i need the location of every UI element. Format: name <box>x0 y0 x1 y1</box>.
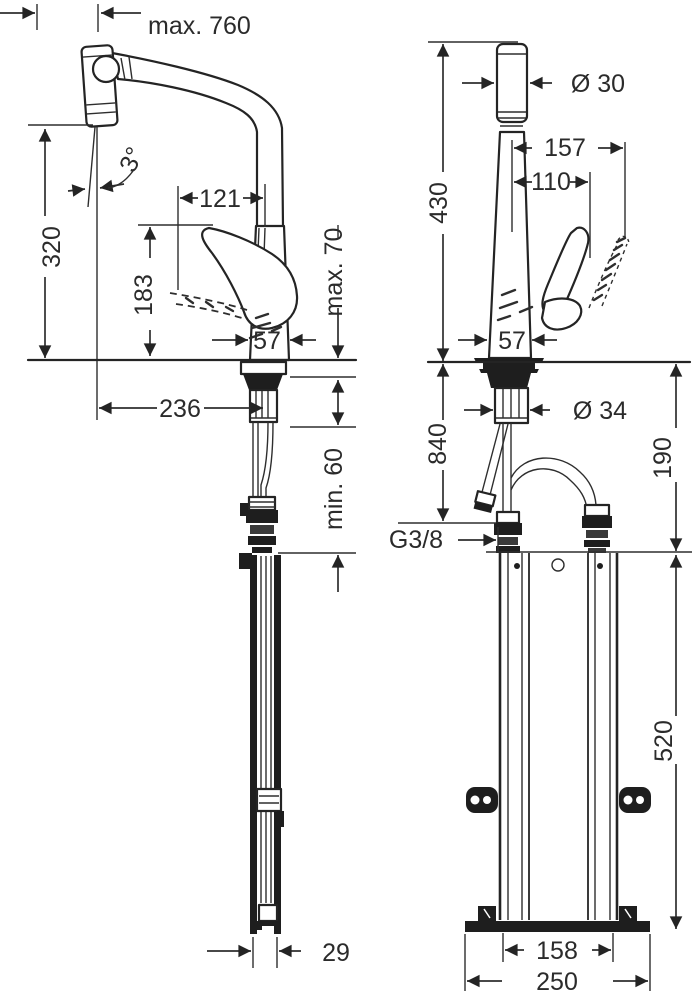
dim-label-min-60: min. 60 <box>320 448 348 530</box>
dim-label-dia-34: Ø 34 <box>573 397 627 425</box>
handle-lever-side <box>201 226 299 330</box>
base-flange-front <box>474 358 544 373</box>
hose-coupling-right-front <box>582 503 612 553</box>
dimension-236: 236 <box>99 395 263 423</box>
dim-label-190: 190 <box>649 437 677 479</box>
dim-label-250: 250 <box>536 968 578 996</box>
spout <box>110 51 285 229</box>
bracket-clamp-right <box>619 787 651 813</box>
hose-coupling-side <box>246 495 278 553</box>
dimension-3-degrees: 3° <box>67 126 149 420</box>
handle-alt-position-side <box>169 292 248 311</box>
dim-label-121: 121 <box>199 185 241 213</box>
dim-label-110: 110 <box>531 168 571 196</box>
hatch-marks-front <box>496 288 534 322</box>
hose-coupling-left-front <box>494 510 522 553</box>
dim-label-158: 158 <box>536 937 578 965</box>
dim-label-57-side: 57 <box>253 327 281 355</box>
base-flange-side <box>239 360 288 376</box>
spray-head-front <box>495 42 529 124</box>
hose-clip-side <box>240 503 249 516</box>
base-plate <box>465 921 650 932</box>
hatch-marks-side <box>184 296 283 340</box>
dimension-57-front: 57 <box>458 327 557 355</box>
side-view <box>80 44 299 934</box>
dim-label-430: 430 <box>425 182 453 224</box>
dimension-121: 121 <box>177 184 266 290</box>
dimension-min-60: min. 60 <box>278 448 356 592</box>
dim-label-840: 840 <box>424 423 452 465</box>
dimension-dia-30: Ø 30 <box>462 70 625 98</box>
supply-hoses-side <box>252 421 274 497</box>
pullout-hose-end <box>473 490 497 513</box>
dim-label-max-70: max. 70 <box>320 228 348 317</box>
bracket-clip-side <box>239 553 252 569</box>
dim-label-57-front: 57 <box>498 327 526 355</box>
spout-joint <box>91 54 121 84</box>
dimension-158: 158 <box>502 933 614 965</box>
bracket-hole <box>597 563 603 569</box>
dim-label-g38: G3/8 <box>389 526 443 554</box>
hose-guide-tube <box>250 555 284 934</box>
dim-label-157: 157 <box>544 134 586 162</box>
shank-side <box>248 388 279 424</box>
faucet-body-front <box>487 130 533 360</box>
dimension-g38: G3/8 <box>389 526 499 554</box>
bracket-hole <box>551 558 565 572</box>
dimension-157: 157 <box>511 134 626 238</box>
dimension-190: 190 <box>649 364 683 551</box>
bracket-clamp-left <box>466 787 498 813</box>
dimensions-front-view: 430 Ø 30 157 110 57 <box>389 41 692 996</box>
handle-alt-position-front <box>588 235 630 309</box>
dimension-250: 250 <box>464 934 651 996</box>
dimension-840: 840 <box>398 364 496 524</box>
mounting-bracket <box>465 553 651 932</box>
dimension-520: 520 <box>650 555 683 929</box>
dimension-430: 430 <box>425 41 518 361</box>
handle-base-front <box>540 297 583 331</box>
dimension-183: 183 <box>130 224 213 356</box>
pullout-hose-front <box>480 423 509 500</box>
dimension-max-70: max. 70 <box>290 225 356 428</box>
dimension-max-760: max. 760 <box>0 4 251 40</box>
dimensions-side-view: max. 760 3° 320 183 <box>0 4 358 968</box>
supply-hoses-front <box>502 423 597 512</box>
dim-label-max-760: max. 760 <box>148 12 251 40</box>
dim-label-320: 320 <box>38 226 66 268</box>
dimension-29: 29 <box>207 937 350 968</box>
dim-label-236: 236 <box>159 395 201 423</box>
bracket-hole <box>514 563 520 569</box>
dim-label-183: 183 <box>130 274 158 316</box>
dim-label-29: 29 <box>322 939 350 967</box>
dimension-110: 110 <box>514 168 591 258</box>
dimension-dia-34: Ø 34 <box>464 397 627 425</box>
dim-label-dia-30: Ø 30 <box>571 70 625 98</box>
dim-label-3deg: 3° <box>114 143 149 176</box>
dimension-57-side: 57 <box>212 327 316 355</box>
dimension-320: 320 <box>28 124 93 358</box>
dim-label-520: 520 <box>650 720 678 762</box>
